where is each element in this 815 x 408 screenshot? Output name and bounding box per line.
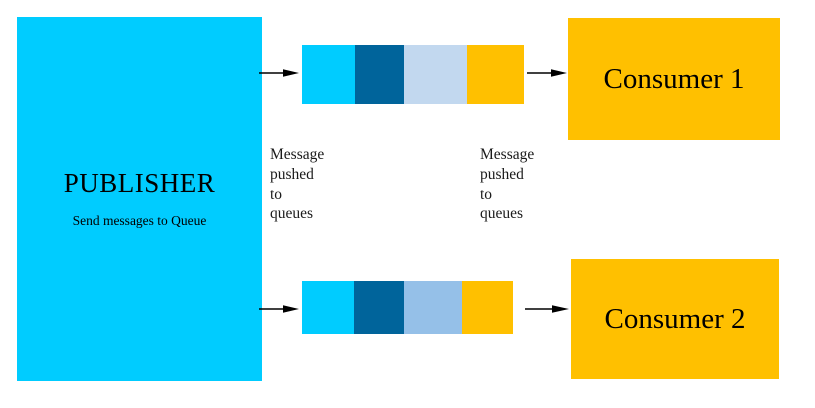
queue-2-segment-3	[403, 281, 462, 334]
publisher-box[interactable]: PUBLISHER Send messages to Queue	[17, 17, 262, 381]
publisher-subtitle: Send messages to Queue	[72, 212, 207, 228]
consumer-2-label: Consumer 2	[604, 302, 746, 335]
caption-message-pushed-to-queues-left: Message pushed to queues	[270, 146, 325, 223]
queue-bar-1[interactable]	[302, 45, 524, 104]
arrow-queue-1-to-consumer-1-icon	[527, 67, 567, 79]
arrow-publisher-to-queue-1-icon	[259, 67, 299, 79]
arrow-queue-2-to-consumer-2-icon	[525, 303, 569, 315]
caption-message-pushed-to-queues-right: Message pushed to queues	[480, 146, 535, 223]
consumer-box-1[interactable]: Consumer 1	[568, 18, 780, 140]
queue-1-segment-1	[302, 45, 356, 104]
queue-2-segment-1	[302, 281, 354, 334]
publisher-title: PUBLISHER	[63, 168, 216, 199]
arrow-publisher-to-queue-2-icon	[259, 303, 299, 315]
queue-1-segment-2	[355, 45, 405, 104]
queue-bar-2[interactable]	[302, 281, 513, 334]
queue-1-segment-4	[467, 45, 524, 104]
consumer-box-2[interactable]: Consumer 2	[571, 259, 779, 379]
queue-2-segment-2	[353, 281, 404, 334]
queue-2-segment-4	[461, 281, 513, 334]
consumer-1-label: Consumer 1	[603, 62, 745, 95]
queue-1-segment-3	[404, 45, 468, 104]
